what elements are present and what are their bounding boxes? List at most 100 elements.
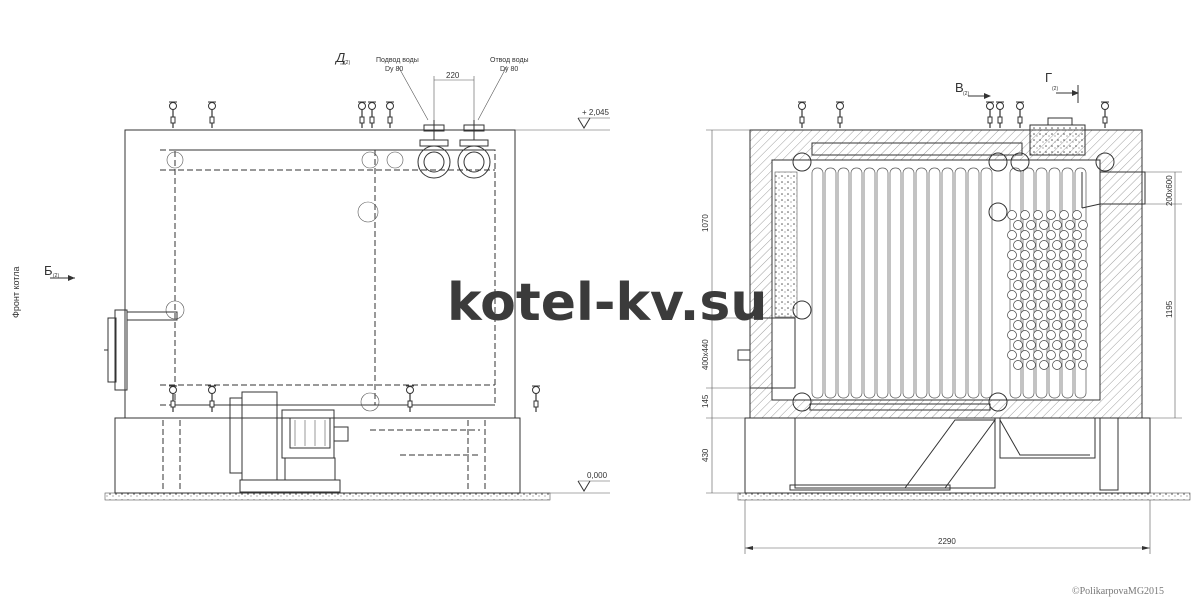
tube-circle: [1033, 230, 1043, 240]
tube-circle: [1078, 300, 1088, 310]
tube-circle: [1007, 270, 1017, 280]
section-g-sub: (2): [1052, 86, 1058, 92]
tube-circle: [1013, 280, 1023, 290]
ground-right: [737, 492, 1191, 501]
tube-circle: [1046, 350, 1056, 360]
tube-circle: [1065, 320, 1075, 330]
tube-circle: [1046, 210, 1056, 220]
section-view: [706, 85, 1191, 554]
valve-icon: [169, 101, 177, 128]
boiler-front-label: Фронт котла: [11, 267, 21, 318]
ground-left: [104, 492, 551, 501]
fin-tube: [876, 167, 889, 399]
fin-tube: [863, 167, 876, 399]
tube-circle: [1059, 350, 1069, 360]
burner-front: [104, 309, 178, 391]
tube-circle: [1072, 350, 1082, 360]
tube-circle: [1013, 320, 1023, 330]
fin-tube: [850, 167, 863, 399]
tube-circle: [1039, 220, 1049, 230]
top-valves-right: [798, 101, 1109, 128]
section-v-label: В: [955, 80, 964, 95]
tube-circle: [1020, 290, 1030, 300]
tube-circle: [1026, 220, 1036, 230]
valve-icon: [1101, 101, 1109, 128]
bottom-valves-left: [169, 385, 540, 412]
tube-circle: [1046, 230, 1056, 240]
tube-circle: [1046, 290, 1056, 300]
tube-circle: [1059, 270, 1069, 280]
tube-circle: [1052, 340, 1062, 350]
tube-circle: [1072, 290, 1082, 300]
elev-zero-label: 0,000: [587, 471, 608, 480]
dim-220: [433, 76, 475, 120]
dim-200x600-label: 200х600: [1165, 175, 1174, 206]
tube-circle: [1007, 350, 1017, 360]
water-inlet-dn: Dy 80: [385, 66, 403, 73]
tube-circle: [1039, 240, 1049, 250]
tube-circle: [1039, 360, 1049, 370]
dim-chain-right: [1145, 171, 1182, 419]
tube-circle: [1020, 310, 1030, 320]
tube-circle: [1033, 350, 1043, 360]
elevation-mark-zero: [520, 480, 610, 494]
valve-icon: [986, 101, 994, 128]
convective-tube-bank: [1007, 210, 1088, 370]
fan-motor: [162, 391, 486, 493]
flue-duct: [1099, 171, 1146, 205]
tube-circle: [1052, 220, 1062, 230]
section-v-sub: (2): [963, 91, 969, 97]
tube-circle: [1078, 220, 1088, 230]
tube-circle: [1007, 310, 1017, 320]
section-d-label: Д: [334, 50, 345, 65]
tube-circle: [1078, 340, 1088, 350]
tube-circle: [1033, 250, 1043, 260]
tube-circle: [1013, 340, 1023, 350]
hidden-circles: [165, 151, 404, 412]
inspection-hatch: [1029, 124, 1086, 156]
tube-circle: [1072, 270, 1082, 280]
tube-circle: [1065, 300, 1075, 310]
valve-icon: [996, 101, 1004, 128]
dim-220-label: 220: [446, 71, 460, 80]
tube-circle: [1039, 300, 1049, 310]
water-outlet-label: Отвод воды: [490, 57, 529, 64]
base-frame: [789, 417, 1119, 491]
tube-circle: [1033, 210, 1043, 220]
tube-circle: [1059, 210, 1069, 220]
valve-icon: [368, 101, 376, 128]
fin-tube: [967, 167, 980, 399]
tube-circle: [1013, 300, 1023, 310]
tube-circle: [1059, 290, 1069, 300]
tube-circle: [1013, 220, 1023, 230]
fin-tube: [824, 167, 837, 399]
top-valves-left: [169, 101, 394, 128]
fin-tube: [980, 167, 993, 399]
copyright: ©PolikarpovaMG2015: [1072, 586, 1164, 597]
tube-circle: [1078, 260, 1088, 270]
section-arrow-b: [50, 275, 75, 281]
section-arrow-g: [1056, 85, 1079, 103]
water-flange-outlet: [457, 120, 491, 179]
valve-icon: [169, 385, 177, 412]
dim-145-label: 145: [701, 394, 710, 408]
tube-circle: [1052, 280, 1062, 290]
tube-circle: [1026, 340, 1036, 350]
fin-tube: [837, 167, 850, 399]
valve-icon: [208, 385, 216, 412]
tube-circle: [1065, 280, 1075, 290]
tube-circle: [1007, 330, 1017, 340]
tube-circle: [1007, 290, 1017, 300]
tube-circle: [1020, 250, 1030, 260]
tube-circle: [1078, 360, 1088, 370]
tube-circle: [1065, 220, 1075, 230]
dim-400x440-label: 400х440: [701, 339, 710, 370]
tube-circle: [1013, 260, 1023, 270]
tube-circle: [1065, 360, 1075, 370]
valve-icon: [358, 101, 366, 128]
valve-icon: [836, 101, 844, 128]
dim-1195-label: 1195: [1165, 300, 1174, 318]
water-outlet-dn: Dy 80: [500, 66, 518, 73]
fin-tube: [928, 167, 941, 399]
